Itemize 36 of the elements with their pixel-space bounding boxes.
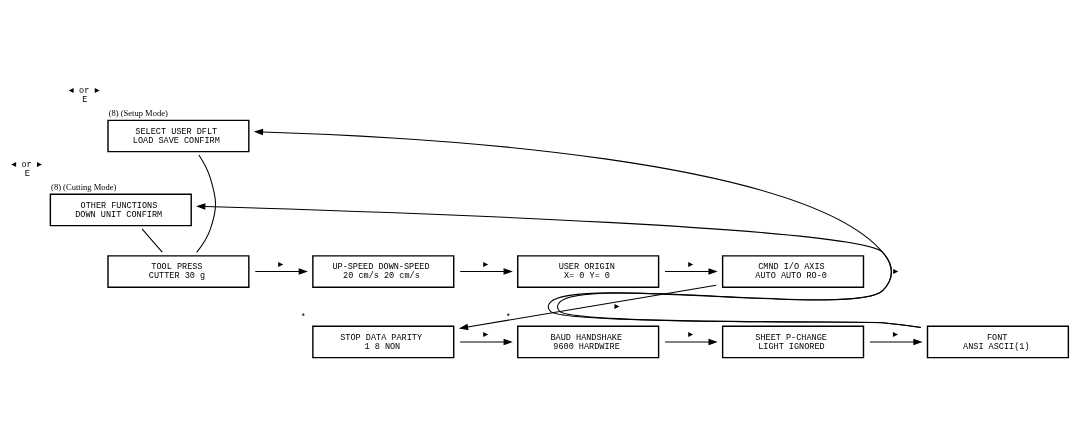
node-box: FONT ANSI ASCII(1) xyxy=(926,325,1070,359)
arrow xyxy=(459,268,513,275)
node-box: SHEET P-CHANGE LIGHT IGNORED xyxy=(721,325,865,359)
connector xyxy=(141,228,163,253)
node-label: E xyxy=(82,94,88,105)
edge-label: ► xyxy=(891,265,901,276)
node-label: (8) (Setup Mode) xyxy=(108,107,168,118)
arrow xyxy=(196,203,922,329)
edge-label: ► xyxy=(612,300,622,311)
node-label: * xyxy=(300,313,306,324)
node-box: STOP DATA PARITY 1 8 NON xyxy=(312,325,455,359)
node-box: OTHER FUNCTIONS DOWN UNIT CONFIRM xyxy=(49,193,192,227)
arrow xyxy=(458,284,717,331)
arrow xyxy=(664,338,718,346)
edge-label: ► xyxy=(686,258,695,269)
edge-label: ► xyxy=(481,258,490,269)
node-box: BAUD HANDSHAKE 9600 HARDWIRE xyxy=(517,325,660,359)
node-label: ◄ or ► xyxy=(68,85,100,96)
edge-label: ► xyxy=(276,258,286,269)
edge-label: ► xyxy=(481,329,490,340)
node-label: * xyxy=(505,313,511,324)
node-box: UP-SPEED DOWN-SPEED 20 cm/s 20 cm/s xyxy=(312,255,455,288)
connector xyxy=(196,154,217,253)
node-label: E xyxy=(24,168,30,179)
node-label: ◄ or ► xyxy=(11,159,42,170)
arrow xyxy=(254,268,308,275)
edge-label: ► xyxy=(891,329,900,340)
arrow xyxy=(664,268,718,275)
edge-label: ► xyxy=(686,329,695,340)
node-box: TOOL PRESS CUTTER 30 g xyxy=(107,255,250,288)
node-box: USER ORIGIN X= 0 Y= 0 xyxy=(517,255,660,288)
node-box: SELECT USER DFLT LOAD SAVE CONFIRM xyxy=(107,119,250,153)
node-label: (8) (Cutting Mode) xyxy=(51,181,117,192)
arrow xyxy=(869,338,923,346)
node-box: CMND I/O AXIS AUTO AUTO RO-0 xyxy=(721,255,865,288)
arrow xyxy=(459,338,513,346)
